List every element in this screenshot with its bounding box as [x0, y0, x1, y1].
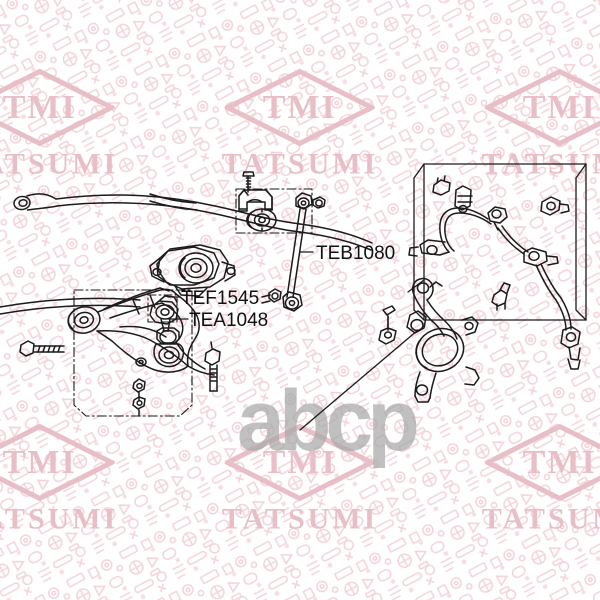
bushing-bracket-callout-box [235, 188, 313, 234]
steering-knuckle-part [406, 277, 480, 403]
abs-sensor-harness-part [408, 175, 581, 370]
ball-joint-callout-box [147, 294, 178, 323]
ball-joint-part [149, 295, 185, 368]
stabilizer-link-part [261, 192, 326, 312]
label-tea1048: TEA1048 [189, 310, 269, 331]
label-tef1545: TEF1545 [181, 288, 260, 309]
label-teb1080: TEB1080 [316, 243, 396, 264]
leader-lines [167, 251, 425, 431]
mounting-bolts-part [19, 305, 397, 417]
stabilizer-bar-part [0, 193, 373, 315]
stabilizer-bushing-bracket [238, 171, 277, 232]
abs-harness-callout-box [413, 163, 587, 321]
control-arm-callout-box [73, 289, 193, 417]
control-arm-bushing-part [149, 244, 236, 297]
